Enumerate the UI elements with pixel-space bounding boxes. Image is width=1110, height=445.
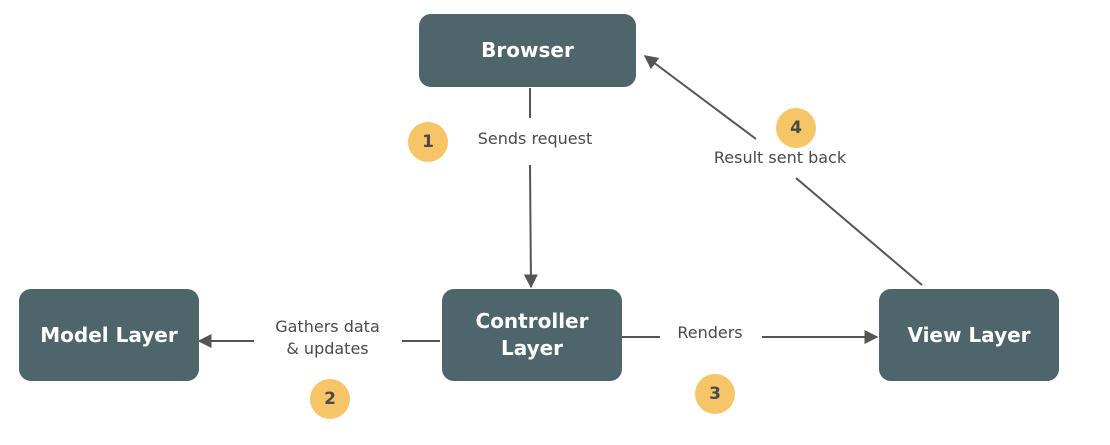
gathers-data-label: Gathers data & updates <box>275 317 380 358</box>
step-3-badge: 3 <box>695 374 735 414</box>
step-2-badge: 2 <box>310 379 350 419</box>
controller-layer-node: Controller Layer <box>442 289 622 381</box>
result-sent-back-label: Result sent back <box>713 148 847 167</box>
request-arrow <box>523 164 538 289</box>
step-1-badge: 1 <box>408 122 448 162</box>
view-layer-node: View Layer <box>879 289 1059 381</box>
browser-node: Browser <box>419 14 636 87</box>
model-layer-node: Model Layer <box>19 289 199 381</box>
result-arrow <box>643 55 757 140</box>
step-4-badge: 4 <box>776 108 816 148</box>
result-line-lower <box>795 177 923 286</box>
sends-request-label: Sends request <box>477 129 593 148</box>
renders-label: Renders <box>677 323 743 342</box>
